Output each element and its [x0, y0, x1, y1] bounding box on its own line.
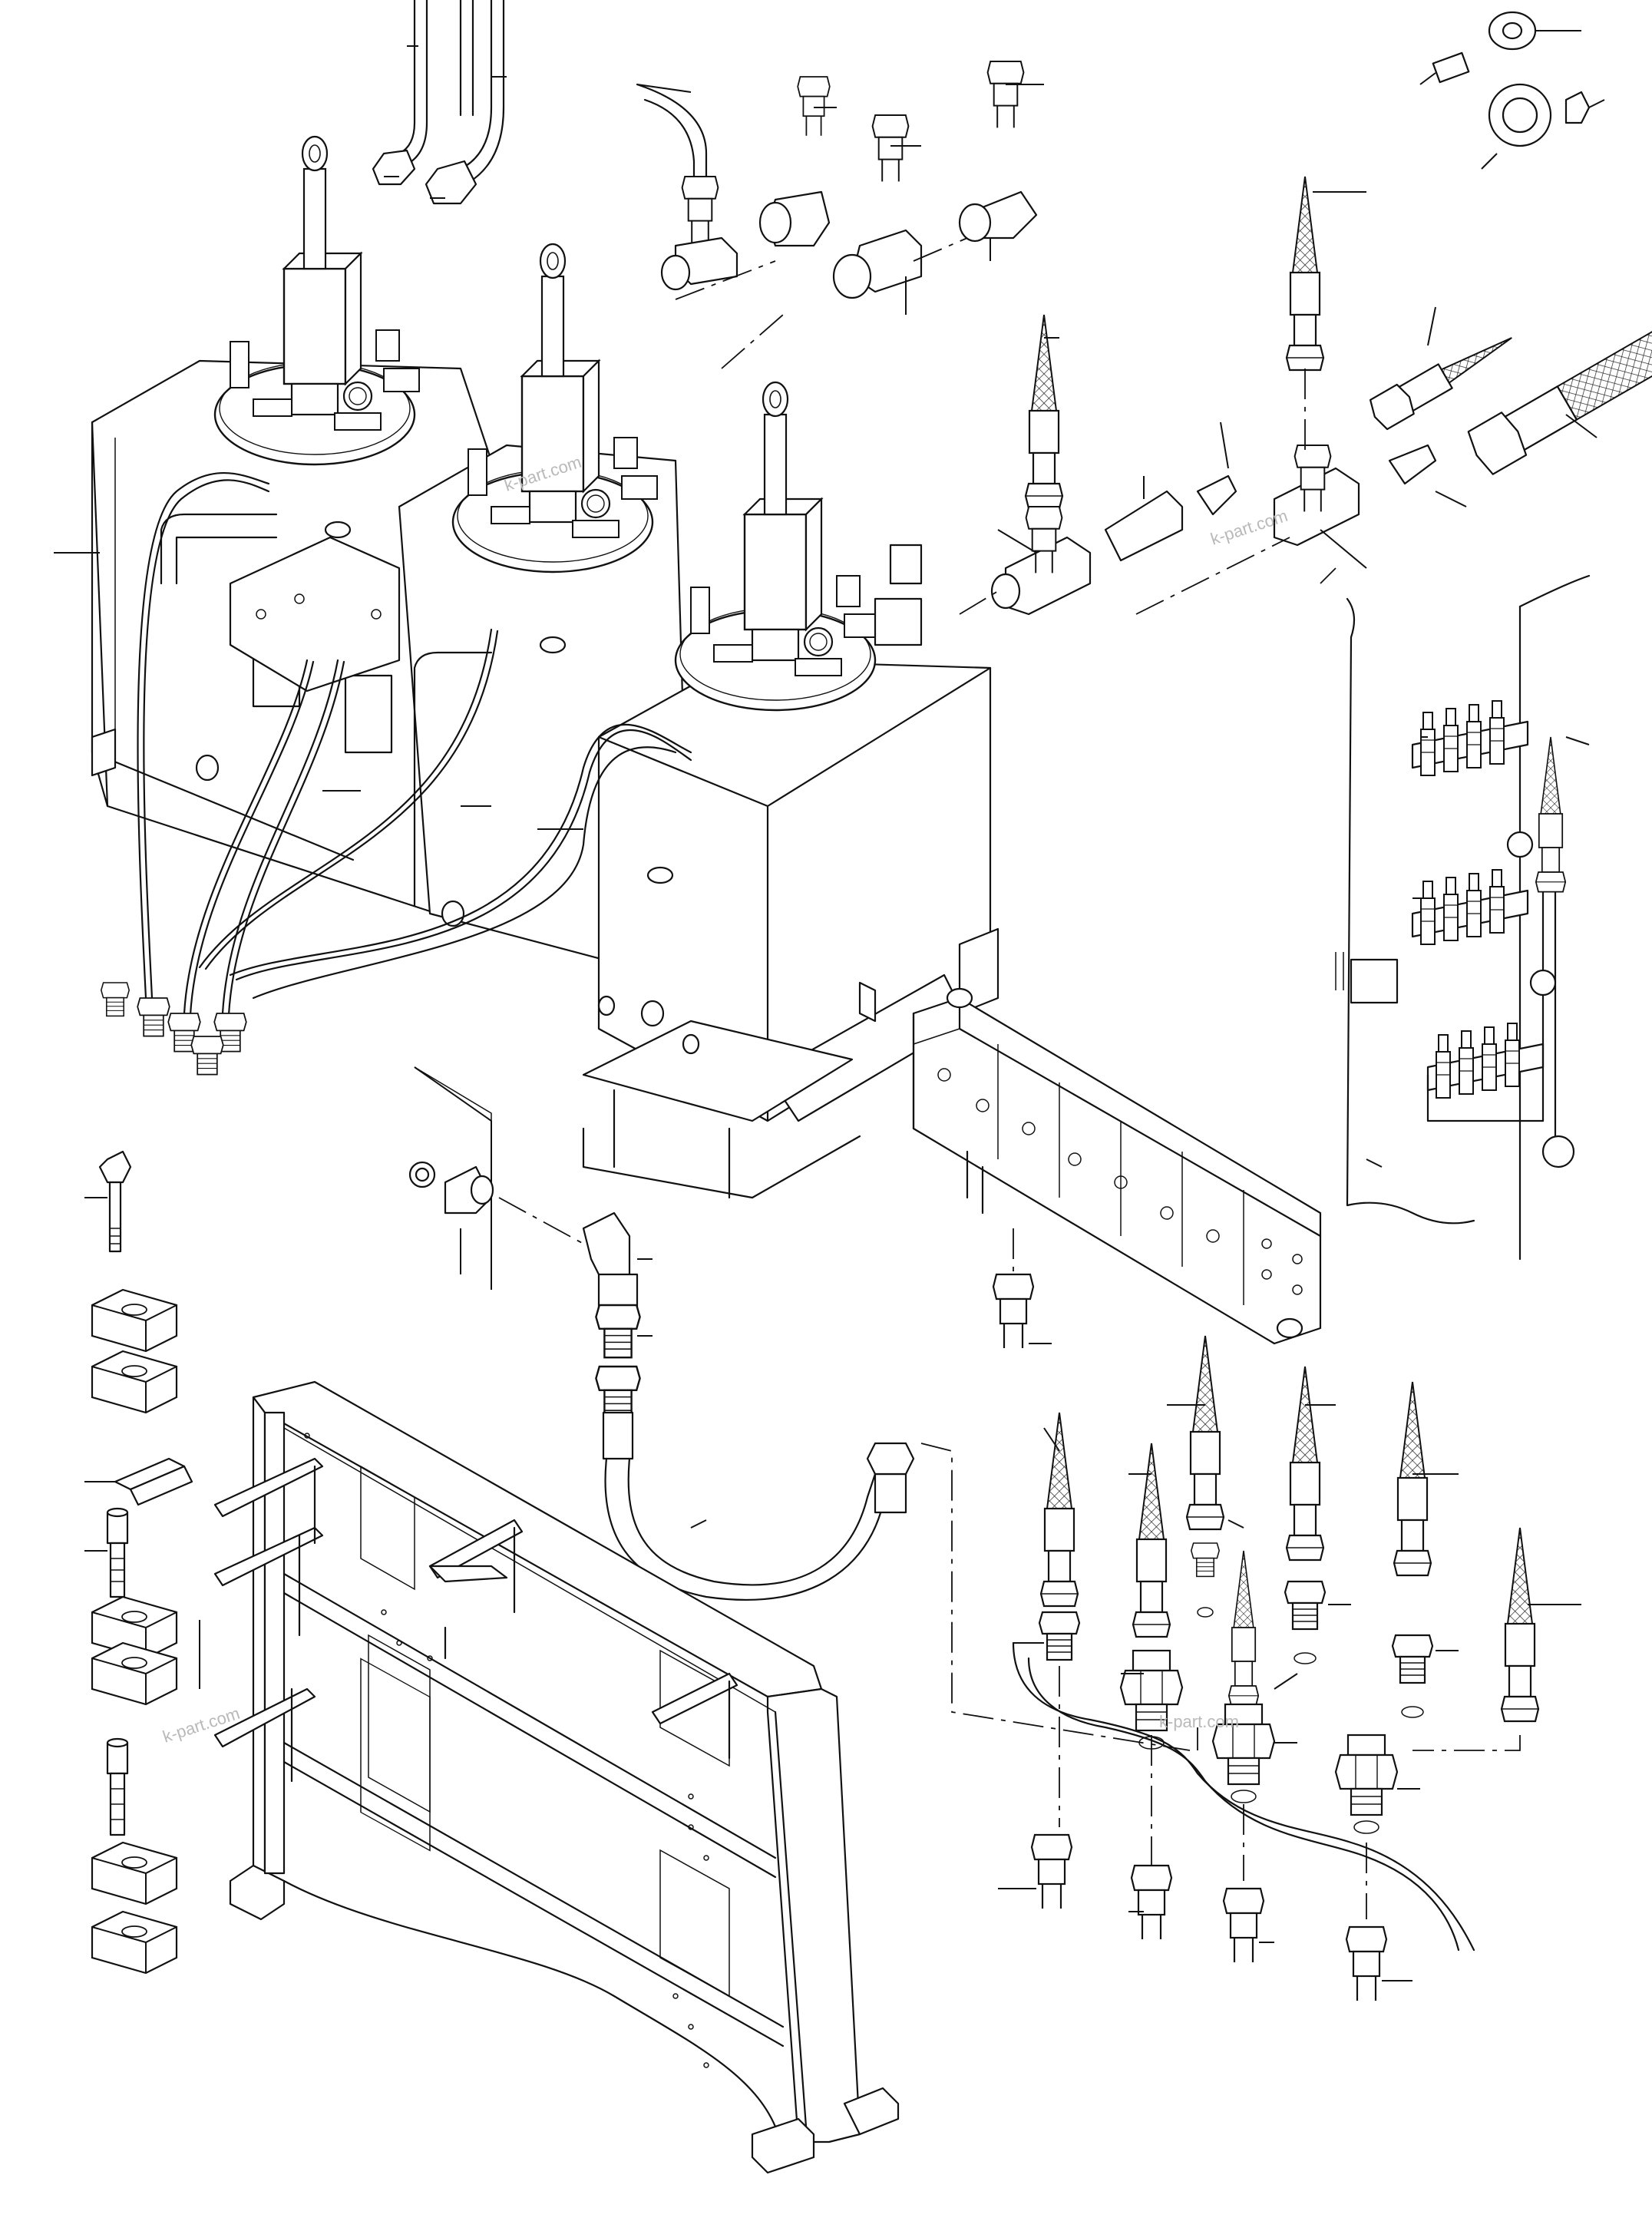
- distributor-panel: [1335, 574, 1591, 1261]
- hose-ends-lower-right: [998, 1334, 1581, 2002]
- lubrication-tank-assembly: [91, 135, 999, 1199]
- pipe-clip-assembly: [1419, 11, 1605, 170]
- watermark-text: k-part.com: [1208, 506, 1290, 549]
- hose-tee-assembly-right: [959, 175, 1652, 616]
- valve-block: [912, 987, 1322, 1350]
- clamp-bolt-stack-left: [84, 1150, 193, 1975]
- tee-fittings-top: [636, 61, 1044, 369]
- mid-hose-assembly: [408, 1066, 1191, 1751]
- support-frame: [213, 1380, 900, 2174]
- watermark-text: k-part.com: [1159, 1712, 1239, 1731]
- top-hose-ends: [372, 0, 507, 205]
